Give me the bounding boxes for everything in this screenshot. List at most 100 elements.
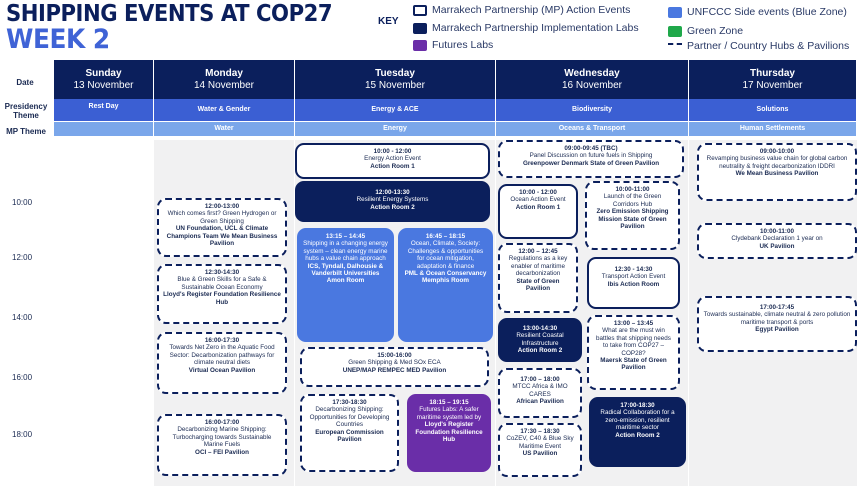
presidency-wednesday: Biodiversity bbox=[496, 99, 689, 121]
event-card[interactable]: 10:00 - 12:00 Ocean Action Event Action … bbox=[498, 184, 578, 239]
key-item-hubs: Partner / Country Hubs & Pavilions bbox=[687, 40, 850, 52]
key-swatch-hubs bbox=[668, 43, 682, 49]
event-desc: Towards sustainable, climate neutral & z… bbox=[703, 311, 851, 326]
event-time: 18:15 – 19:15 bbox=[429, 399, 469, 406]
row-label-date: Date bbox=[16, 78, 34, 87]
event-venue: Action Room 2 bbox=[615, 431, 660, 439]
event-venue: UK Pavilion bbox=[759, 242, 795, 250]
mp-theme-monday: Water bbox=[154, 122, 295, 136]
page-title: SHIPPING EVENTS AT COP27 bbox=[6, 1, 333, 27]
event-time: 12:00 – 12:45 bbox=[518, 248, 558, 255]
event-desc: Towards Net Zero in the Aquatic Food Sec… bbox=[169, 344, 275, 367]
time-label: 14:00 bbox=[12, 313, 33, 322]
day-date: 16 November bbox=[561, 80, 623, 91]
event-time: 17:00-18:30 bbox=[620, 402, 655, 409]
day-date: 13 November bbox=[73, 80, 134, 91]
row-label-presidency: Presidency Theme bbox=[4, 102, 48, 120]
time-label: 12:00 bbox=[12, 253, 33, 262]
event-venue: African Pavilion bbox=[516, 398, 564, 406]
event-card[interactable]: 17:00 – 18:00 MTCC Africa & IMO CARES Af… bbox=[498, 368, 582, 418]
event-card[interactable]: 09:00-10:00 Revamping business value cha… bbox=[697, 143, 857, 201]
mp-theme-sunday bbox=[54, 122, 154, 136]
event-venue: Greenpower Denmark State of Green Pavili… bbox=[522, 159, 660, 167]
event-card[interactable]: 13:15 – 14:45 Shipping in a changing ene… bbox=[297, 228, 394, 342]
event-venue: UN Foundation, UCL & Climate Champions T… bbox=[166, 225, 278, 248]
event-card[interactable]: 16:00-17:00 Decarbonizing Marine Shippin… bbox=[157, 414, 287, 476]
event-venue: Action Room 1 bbox=[515, 203, 561, 211]
event-desc: Futures Labs: A safer maritime system le… bbox=[416, 406, 482, 421]
key-item-mp-action: Marrakech Partnership (MP) Action Events bbox=[432, 4, 631, 16]
event-desc: Which comes first? Green Hydrogen or Gre… bbox=[167, 210, 277, 225]
event-venue: Ibis Action Room bbox=[607, 280, 660, 288]
event-desc: Ocean Action Event bbox=[510, 196, 566, 204]
event-card[interactable]: 12:00-13:00 Which comes first? Green Hyd… bbox=[157, 198, 287, 257]
event-desc: Blue & Green Skills for a Safe & Sustain… bbox=[177, 276, 267, 291]
event-card[interactable]: 09:00-09:45 (TBC) Panel Discussion on fu… bbox=[498, 140, 684, 178]
key-swatch-unfccc bbox=[668, 7, 682, 18]
event-venue: European Commission Pavilion bbox=[315, 428, 384, 444]
event-desc: Ocean, Climate, Society: Challenges & op… bbox=[407, 240, 484, 270]
day-date: 17 November bbox=[742, 80, 803, 91]
event-card[interactable]: 16:45 – 18:15 Ocean, Climate, Society: C… bbox=[398, 228, 493, 342]
presidency-thursday: Solutions bbox=[689, 99, 857, 121]
event-time: 10:00 - 12:00 bbox=[373, 148, 412, 155]
event-venue: We Mean Business Pavilion bbox=[735, 170, 819, 178]
event-desc: Decarbonizing Shipping: Opportunities fo… bbox=[309, 406, 390, 429]
time-label: 10:00 bbox=[12, 198, 33, 207]
day-header-tuesday: Tuesday 15 November bbox=[295, 60, 496, 99]
day-date: 15 November bbox=[364, 80, 426, 91]
day-header-sunday: Sunday 13 November bbox=[54, 60, 154, 99]
event-time: 17:00 – 18:00 bbox=[520, 376, 560, 383]
event-card[interactable]: 17:30 – 18:30 CoZEV, C40 & Blue Sky Mari… bbox=[498, 423, 582, 477]
event-venue: US Pavilion bbox=[522, 450, 558, 458]
event-time: 16:45 – 18:15 bbox=[425, 233, 466, 240]
event-venue: Zero Emission Shipping Mission State of … bbox=[596, 208, 669, 231]
day-name: Wednesday bbox=[564, 68, 620, 79]
event-card[interactable]: 10:00-11:00 Launch of the Green Corridor… bbox=[585, 181, 680, 250]
day-header-wednesday: Wednesday 16 November bbox=[496, 60, 689, 99]
mp-theme-tuesday: Energy bbox=[295, 122, 496, 136]
day-date: 14 November bbox=[193, 80, 255, 91]
event-card[interactable]: 17:00-18:30 Radical Collaboration for a … bbox=[589, 397, 686, 467]
event-time: 10:00 - 12:00 bbox=[519, 189, 557, 196]
event-venue: PML & Ocean Conservancy Memphis Room bbox=[404, 270, 487, 285]
event-venue: OCI – FEI Pavilion bbox=[195, 448, 249, 456]
day-name: Tuesday bbox=[375, 68, 415, 79]
event-card[interactable]: 12:30-14:30 Blue & Green Skills for a Sa… bbox=[157, 264, 287, 324]
event-card[interactable]: 10:00 - 12:00 Energy Action Event Action… bbox=[295, 143, 490, 179]
event-time: 13:15 – 14:45 bbox=[325, 233, 366, 240]
event-desc: Radical Collaboration for a zero-emissio… bbox=[600, 409, 675, 432]
event-desc: Clydebank Declaration 1 year on bbox=[731, 235, 823, 243]
day-name: Sunday bbox=[85, 68, 122, 79]
event-card[interactable]: 18:15 – 19:15 Futures Labs: A safer mari… bbox=[407, 394, 491, 472]
event-time: 17:30 – 18:30 bbox=[520, 428, 560, 435]
event-card[interactable]: 15:00-16:00 Green Shipping & Med SOx ECA… bbox=[300, 347, 489, 387]
time-label: 16:00 bbox=[12, 373, 33, 382]
event-venue: State of Green Pavilion bbox=[516, 277, 560, 293]
event-card[interactable]: 17:00-17:45 Towards sustainable, climate… bbox=[697, 296, 857, 352]
key-swatch-green bbox=[668, 26, 682, 37]
row-label-mp: MP Theme bbox=[6, 127, 46, 136]
event-card[interactable]: 13:00 – 13:45 What are the must win batt… bbox=[587, 315, 680, 390]
event-card[interactable]: 10:00-11:00 Clydebank Declaration 1 year… bbox=[697, 223, 857, 259]
event-venue: Maersk State of Green Pavilion bbox=[600, 357, 667, 372]
event-card[interactable]: 16:00-17:30 Towards Net Zero in the Aqua… bbox=[157, 332, 287, 394]
event-desc: Panel Discussion on future fuels in Ship… bbox=[529, 152, 653, 160]
event-desc: Green Shipping & Med SOx ECA bbox=[348, 359, 441, 367]
event-desc: Shipping in a changing energy system – c… bbox=[303, 240, 388, 263]
event-venue: UNEP/MAP REMPEC MED Pavilion bbox=[342, 366, 447, 374]
event-card[interactable]: 17:30-18:30 Decarbonizing Shipping: Oppo… bbox=[300, 394, 399, 472]
event-time: 09:00-10:00 bbox=[759, 148, 795, 155]
event-desc: CoZEV, C40 & Blue Sky Maritime Event bbox=[506, 435, 574, 450]
event-venue: Action Room 1 bbox=[370, 162, 415, 170]
event-card[interactable]: 13:00-14:30 Resilient Coastal Infrastruc… bbox=[498, 318, 582, 362]
event-desc: Revamping business value chain for globa… bbox=[706, 155, 848, 170]
event-time: 16:00-17:30 bbox=[204, 337, 240, 344]
event-desc: Regulations as a key enabler of maritime… bbox=[508, 255, 568, 278]
event-card[interactable]: 12:30 - 14:30 Transport Action Event Ibi… bbox=[587, 257, 680, 309]
event-card[interactable]: 12:00-13:30 Resilient Energy Systems Act… bbox=[295, 181, 490, 222]
key-label: KEY bbox=[378, 16, 399, 27]
event-time: 09:00-09:45 (TBC) bbox=[564, 145, 618, 152]
event-venue: Virtual Ocean Pavilion bbox=[188, 366, 256, 374]
event-card[interactable]: 12:00 – 12:45 Regulations as a key enabl… bbox=[498, 243, 578, 313]
